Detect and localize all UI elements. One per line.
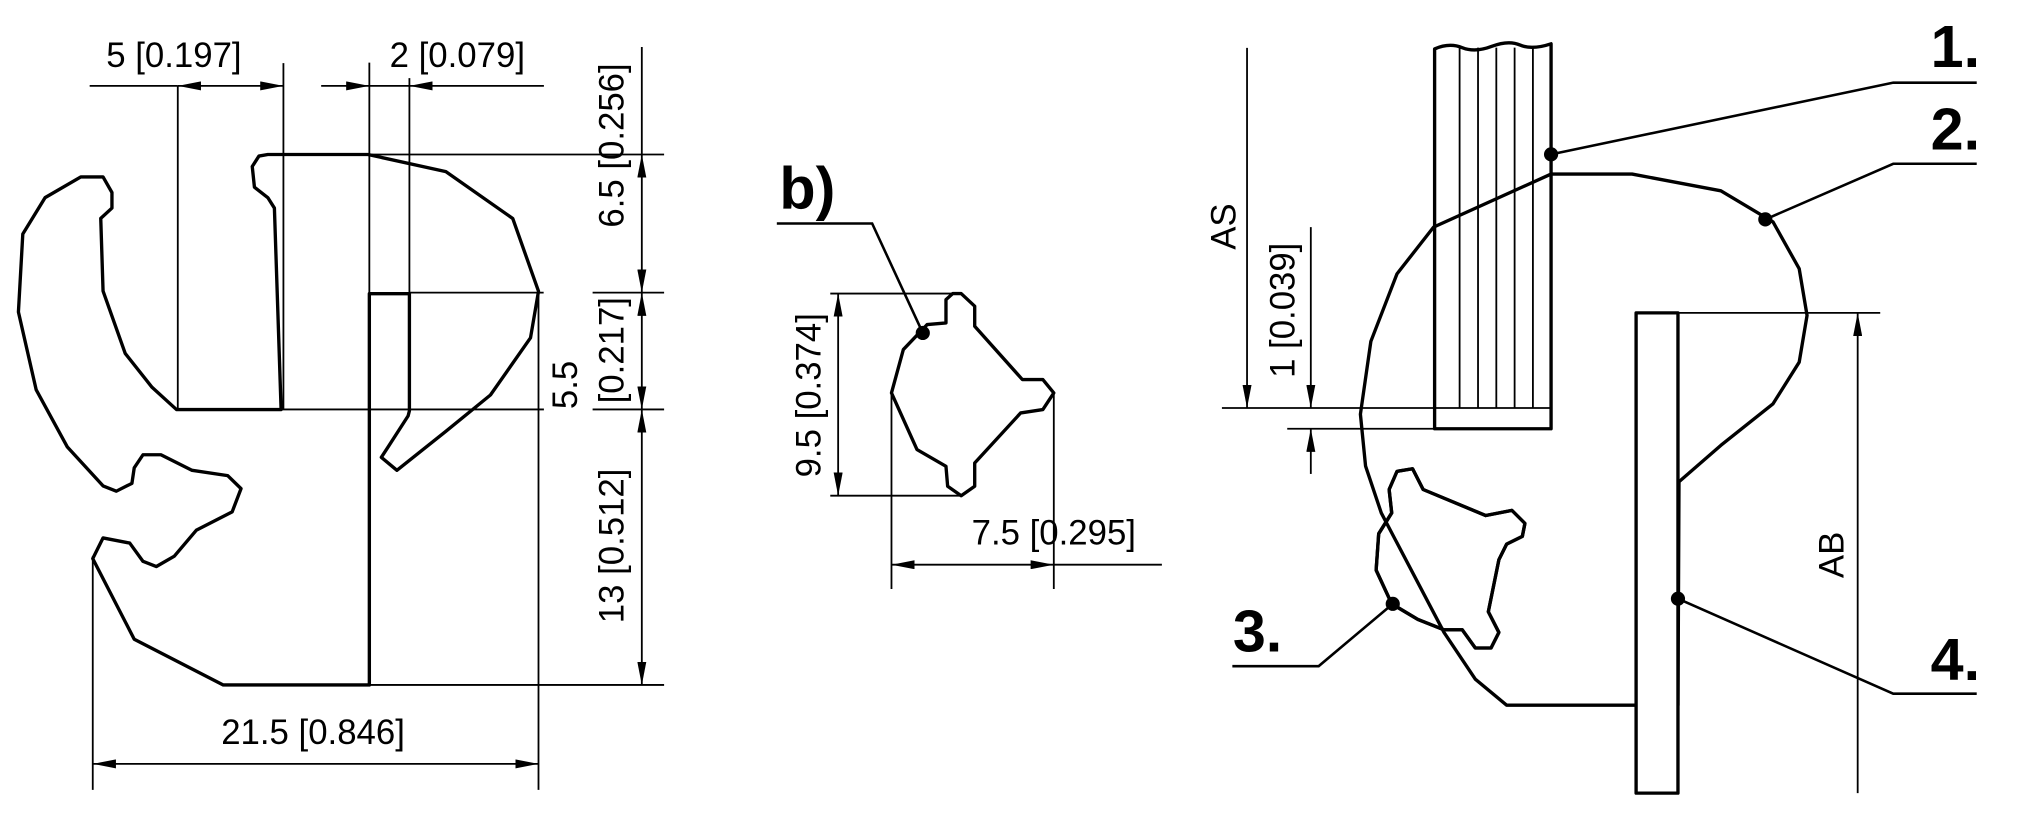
metal-flange-hatch xyxy=(1634,311,1680,795)
bead-section xyxy=(1374,467,1527,650)
glass-pane xyxy=(1432,41,1553,431)
profile-b-dimension-lines xyxy=(776,222,1162,590)
callout-leader-3 xyxy=(1232,602,1394,668)
callout-dot xyxy=(1670,591,1686,606)
dim-height-mid-value: 5.5 xyxy=(547,361,585,409)
profile-b: b) 9.5 [0.374] 7.5 [0.295] xyxy=(776,155,1162,590)
callout-dot xyxy=(1543,147,1559,162)
dim-profile-b-height: 9.5 [0.374] xyxy=(791,313,829,477)
glass-outline xyxy=(1432,41,1553,431)
dim-width-top-left: 5 [0.197] xyxy=(106,37,241,75)
dim-height-top: 6.5 [0.256] xyxy=(594,63,632,227)
callout-1: 1. xyxy=(1931,13,1980,80)
dim-height-bottom: 13 [0.512] xyxy=(594,469,632,624)
assembly-dimension-lines xyxy=(1221,47,1881,794)
callout-leader-2 xyxy=(1764,162,1977,221)
profile-a-dimension-lines xyxy=(89,46,665,790)
dim-total-width: 21.5 [0.846] xyxy=(221,714,405,752)
callout-2: 2. xyxy=(1931,95,1980,162)
callout-dot xyxy=(915,325,930,341)
dim-slot-width: 2 [0.079] xyxy=(390,37,525,75)
callout-leader-4 xyxy=(1677,597,1977,696)
dim-offset: 1 [0.039] xyxy=(1265,243,1303,378)
dim-as: AS xyxy=(1205,203,1243,249)
callout-dot xyxy=(1758,212,1773,227)
callout-leader-b xyxy=(776,222,924,334)
profile-a-section xyxy=(16,152,541,687)
assembly: AS 1 [0.039] AB 1. 2. 3. 4. xyxy=(1205,13,1980,795)
callout-leader-1 xyxy=(1550,81,1977,156)
callout-3: 3. xyxy=(1233,598,1282,665)
profile-b-label: b) xyxy=(779,155,835,222)
dim-profile-b-width: 7.5 [0.295] xyxy=(972,515,1136,553)
callout-dot xyxy=(1385,596,1400,611)
dim-ab: AB xyxy=(1813,532,1851,578)
metal-flange xyxy=(1636,312,1678,794)
profile-a: 5 [0.197] 2 [0.079] 6.5 [0.256] [0.217] … xyxy=(16,37,665,790)
profile-b-section xyxy=(889,291,1056,498)
bead-hatch xyxy=(1374,467,1527,650)
callout-4: 4. xyxy=(1931,626,1980,693)
dim-height-mid-inch: [0.217] xyxy=(594,297,632,403)
callout-leaders xyxy=(1232,81,1977,696)
